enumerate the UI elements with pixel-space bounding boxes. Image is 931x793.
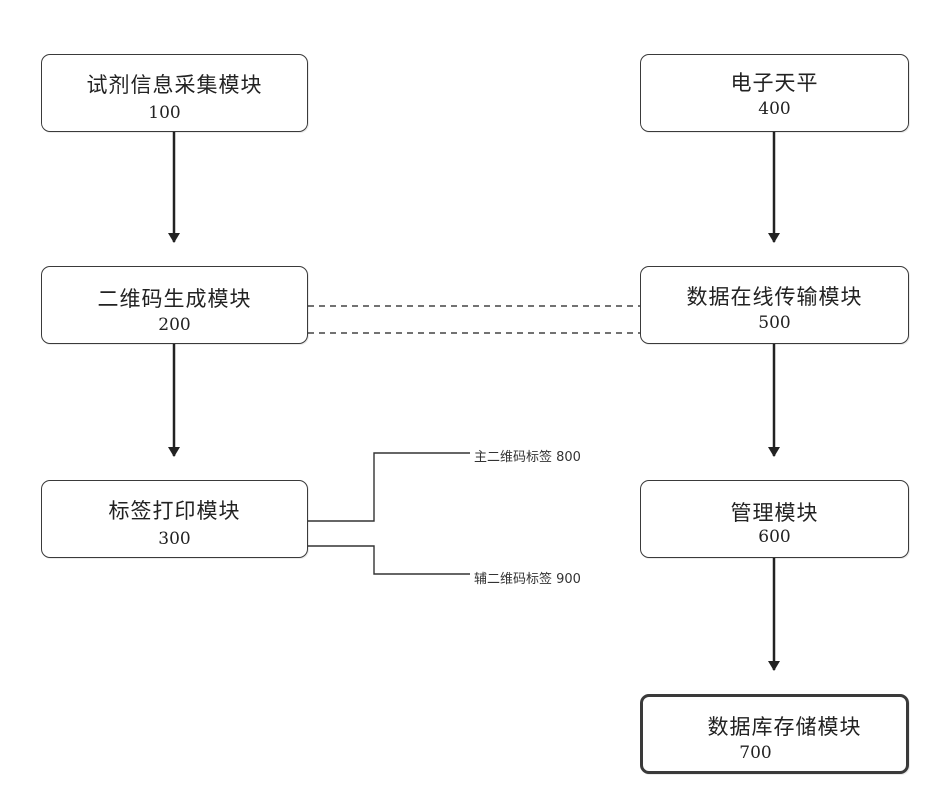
module-name: 管理模块 (641, 497, 908, 527)
module-code: 300 (42, 529, 307, 549)
label-printing-module: 标签打印模块 300 (41, 480, 308, 558)
module-code: 400 (641, 99, 908, 119)
module-name: 标签打印模块 (42, 495, 307, 525)
module-code: 600 (641, 527, 908, 547)
module-name: 电子天平 (641, 67, 908, 97)
aux-qr-label-text: 辅二维码标签 900 (474, 568, 581, 587)
module-name: 二维码生成模块 (42, 283, 307, 313)
module-name: 数据库存储模块 (663, 711, 906, 741)
database-storage-module: 数据库存储模块 700 (640, 694, 909, 774)
module-code: 200 (42, 315, 307, 335)
electronic-balance-module: 电子天平 400 (640, 54, 909, 132)
qr-code-generation-module: 二维码生成模块 200 (41, 266, 308, 344)
module-code: 100 (22, 103, 307, 123)
module-code: 700 (605, 743, 906, 763)
management-module: 管理模块 600 (640, 480, 909, 558)
leader-to-main-qr (308, 453, 470, 521)
main-qr-label-text: 主二维码标签 800 (474, 446, 581, 465)
module-name: 数据在线传输模块 (641, 281, 908, 311)
module-code: 500 (641, 313, 908, 333)
reagent-info-collection-module: 试剂信息采集模块 100 (41, 54, 308, 132)
online-data-transmission-module: 数据在线传输模块 500 (640, 266, 909, 344)
leader-to-aux-qr (308, 546, 470, 574)
module-name: 试剂信息采集模块 (42, 69, 307, 99)
